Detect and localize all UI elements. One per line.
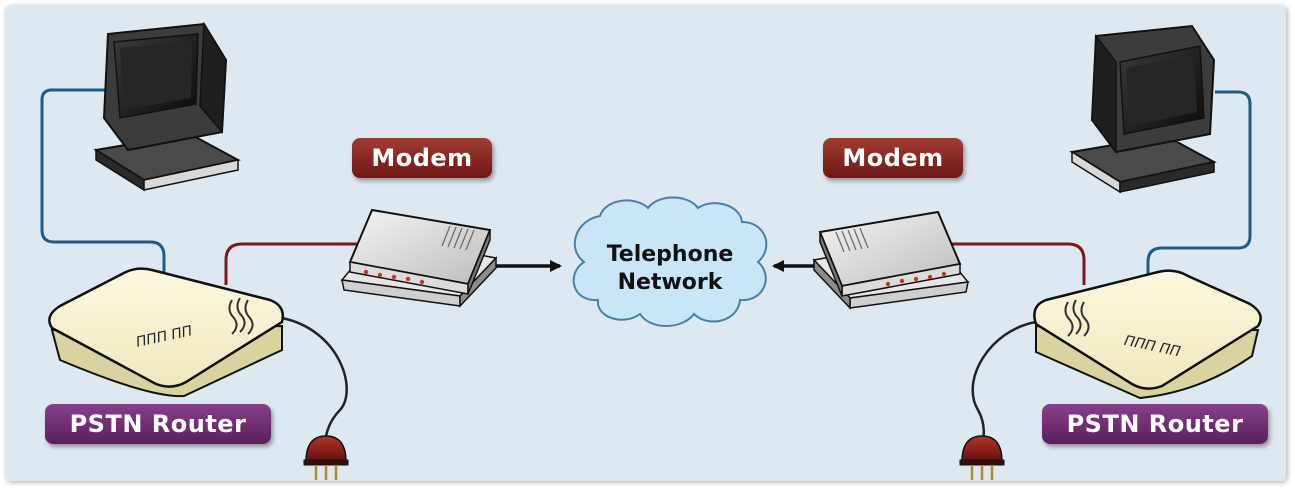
cloud-label-line2: Network bbox=[617, 270, 723, 295]
computer-monitor-icon bbox=[93, 21, 241, 192]
router-label-right: PSTN Router bbox=[1042, 404, 1268, 444]
power-plug-icon bbox=[303, 435, 349, 480]
modem-cable-right bbox=[930, 242, 1086, 285]
cloud-label-line1: Telephone bbox=[606, 242, 734, 267]
router-label-left: PSTN Router bbox=[45, 404, 271, 444]
cloud-icon bbox=[572, 196, 768, 327]
computer-monitor-icon bbox=[1069, 24, 1217, 194]
modem-icon bbox=[340, 208, 498, 308]
lan-cable-left bbox=[40, 88, 166, 272]
modem-label-right: Modem bbox=[823, 138, 963, 178]
modem-label-left: Modem bbox=[352, 138, 492, 178]
power-plug-icon bbox=[959, 435, 1005, 480]
modem-cable-left bbox=[224, 242, 370, 285]
pstn-router-icon: ΠΠΠ ΠΠ bbox=[48, 267, 284, 398]
pstn-router-icon: ΠΠΠ ΠΠ bbox=[1033, 269, 1262, 400]
modem-icon bbox=[812, 210, 970, 310]
lan-cable-right bbox=[1146, 90, 1252, 282]
power-cord-left bbox=[281, 316, 348, 449]
power-cord-right bbox=[971, 320, 1037, 449]
